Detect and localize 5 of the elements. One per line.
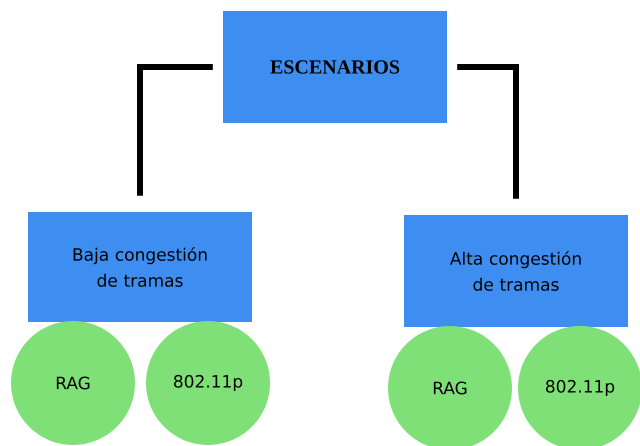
category-box: Baja congestión de tramas: [28, 212, 252, 322]
title-box: ESCENARIOS: [223, 11, 447, 123]
category-box: Alta congestión de tramas: [404, 215, 628, 327]
connector-line: [137, 64, 213, 196]
connector-line: [457, 64, 519, 199]
